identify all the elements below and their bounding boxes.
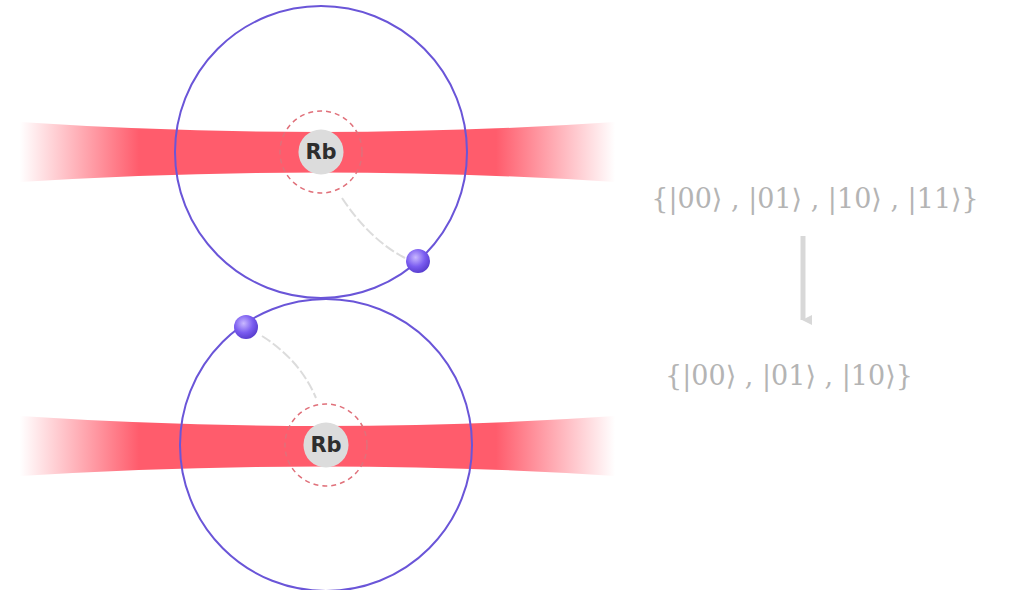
- ground-orbit: [285, 404, 367, 486]
- ground-orbit: [280, 111, 362, 193]
- electron: [234, 315, 258, 339]
- laser-beam: [20, 416, 615, 476]
- transition-arrow: [801, 236, 806, 320]
- excitation-trace: [342, 198, 405, 258]
- state-set: {|00⟩ , |01⟩ , |10⟩}: [665, 360, 913, 391]
- atom-fill: [303, 422, 348, 467]
- excitation-trace: [262, 336, 316, 398]
- atom-core: Rb: [303, 422, 349, 468]
- electron: [406, 249, 430, 273]
- atom-fill: [298, 129, 343, 174]
- rydberg-orbit: [175, 6, 467, 298]
- element-symbol: Rb: [310, 433, 341, 457]
- rydberg-orbit: [180, 299, 472, 590]
- atom-core: Rb: [298, 129, 344, 175]
- laser-beam: [20, 122, 615, 182]
- state-set: {|00⟩ , |01⟩ , |10⟩ , |11⟩}: [651, 183, 979, 214]
- element-symbol: Rb: [305, 140, 336, 164]
